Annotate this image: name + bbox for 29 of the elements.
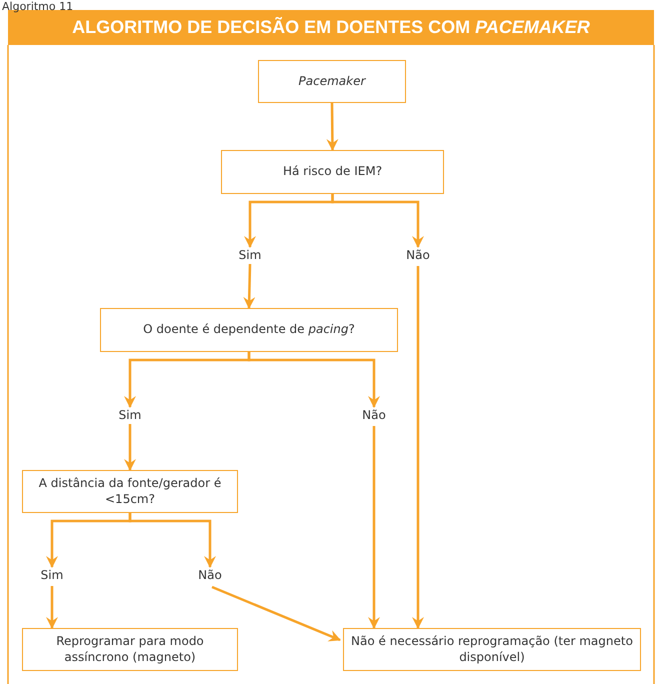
box-text: Há risco de IEM?	[282, 164, 384, 180]
arrow	[326, 102, 338, 151]
process-box	[22, 470, 238, 513]
arrow	[368, 426, 380, 629]
process-box	[343, 628, 641, 671]
arrow	[124, 424, 136, 471]
arrow	[243, 264, 256, 309]
box-text: Reprogramar para modo assíncrono (magneto)	[55, 634, 205, 666]
process-box	[221, 150, 444, 194]
branch-label: Sim	[32, 567, 72, 584]
arrow	[248, 352, 380, 408]
branch-label: Sim	[110, 407, 150, 424]
process-box	[258, 60, 406, 103]
box-text: Não é necessário reprogramação (ter magneto disponível)	[350, 634, 634, 666]
branch-label: Sim	[230, 247, 270, 264]
process-box	[100, 308, 398, 352]
branch-label: Não	[354, 407, 394, 424]
box-text: A distância da fonte/gerador é <15cm?	[38, 476, 222, 508]
branch-label: Não	[190, 567, 230, 584]
arrow	[212, 586, 341, 642]
figure-label: Algoritmo 11	[2, 0, 74, 13]
arrow	[412, 266, 424, 629]
arrow	[128, 513, 216, 568]
box-text: Pacemaker	[298, 74, 367, 90]
process-box	[22, 628, 238, 671]
arrow	[331, 194, 424, 248]
box-text: O doente é dependente de pacing?	[142, 322, 356, 338]
branch-label: Não	[398, 247, 438, 264]
arrow	[46, 586, 58, 629]
